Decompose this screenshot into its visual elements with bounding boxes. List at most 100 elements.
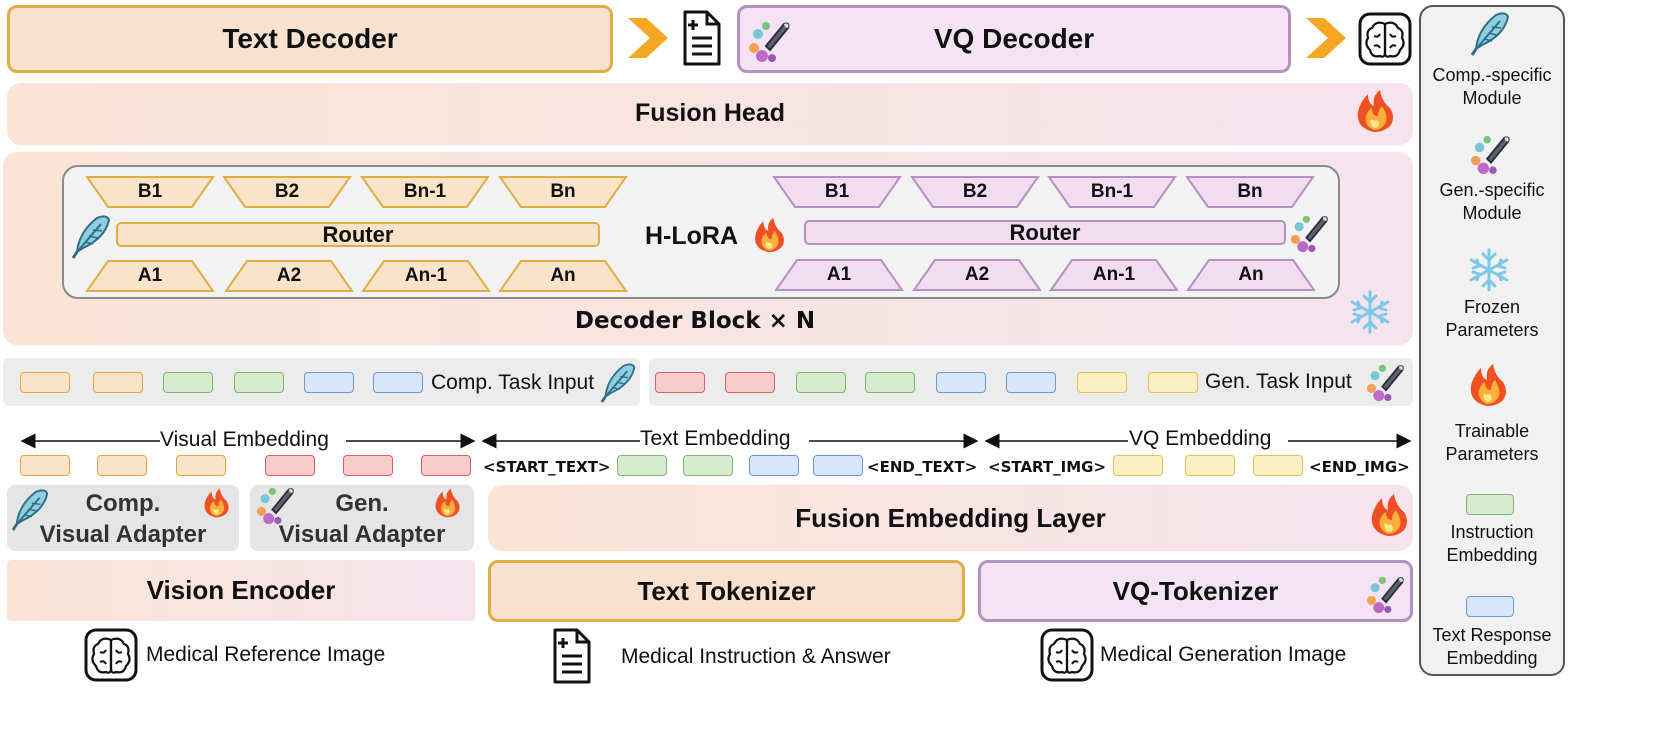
right-an-1: An-1 — [1049, 259, 1179, 291]
rocket-icon — [748, 18, 792, 64]
chip — [865, 372, 915, 393]
left-b1: B1 — [85, 176, 215, 208]
fire-icon — [1368, 492, 1412, 542]
right-a2: A2 — [912, 259, 1042, 291]
feather-icon — [600, 360, 638, 406]
chip — [93, 372, 143, 393]
comp-adapter-line1: Comp. — [85, 490, 161, 517]
hlora-label: H-LoRA — [645, 222, 739, 250]
right-router: Router — [804, 220, 1286, 245]
feather-icon — [11, 486, 51, 534]
gen-task-input-label: Gen. Task Input — [1205, 370, 1352, 393]
vq-tokenizer-label: VQ-Tokenizer — [1112, 575, 1279, 606]
left-a2: A2 — [224, 260, 354, 292]
chevron-arrow-icon — [1306, 18, 1348, 60]
chip — [725, 372, 775, 393]
visual-embedding-label: Visual Embedding — [160, 428, 329, 451]
left-router-label: Router — [322, 221, 394, 247]
left-bn-1: Bn-1 — [360, 176, 490, 208]
right-an-label: An — [1238, 264, 1264, 285]
chip — [813, 455, 863, 476]
medical-instruction-answer-label: Medical Instruction & Answer — [621, 645, 891, 668]
fusion-head-label: Fusion Head — [634, 99, 785, 127]
chip — [1113, 455, 1163, 476]
right-b1: B1 — [772, 176, 902, 208]
right-b1-label: B1 — [824, 181, 850, 202]
chip — [304, 372, 354, 393]
chip — [1077, 372, 1127, 393]
decoder-block-label: Decoder Block × N — [574, 308, 816, 334]
left-bn-1-label: Bn-1 — [403, 181, 447, 202]
chip — [373, 372, 423, 393]
gen-adapter-line1: Gen. — [335, 490, 389, 517]
vision-encoder: Vision Encoder — [7, 560, 475, 621]
chip — [1253, 455, 1303, 476]
chip — [1006, 372, 1056, 393]
medical-reference-image-label: Medical Reference Image — [146, 643, 386, 666]
medical-generation-image-label: Medical Generation Image — [1100, 643, 1347, 666]
vq-tokenizer: VQ-Tokenizer — [978, 560, 1413, 622]
text-decoder-label: Text Decoder — [222, 23, 398, 54]
chip — [97, 455, 147, 476]
text-decoder: Text Decoder — [7, 5, 613, 73]
right-an-1-label: An-1 — [1092, 264, 1136, 285]
right-a1-label: A1 — [826, 264, 852, 285]
vq-decoder: VQ Decoder — [737, 5, 1291, 73]
fire-icon — [433, 486, 463, 520]
right-a2-label: A2 — [964, 264, 990, 285]
chip — [1148, 372, 1198, 393]
vq-embedding-label: VQ Embedding — [1129, 427, 1272, 450]
chip — [749, 455, 799, 476]
chip — [796, 372, 846, 393]
chip — [343, 455, 393, 476]
legend-gen-line1: Gen.-specific — [1439, 180, 1545, 200]
chip — [163, 372, 213, 393]
feather-icon — [71, 214, 113, 262]
legend-instr-line2: Embedding — [1446, 545, 1538, 565]
start-img-tag: <START_IMG> — [988, 458, 1107, 476]
left-bn-label: Bn — [550, 181, 576, 202]
right-bn-1-label: Bn-1 — [1090, 181, 1134, 202]
fusion-embedding-layer-label: Fusion Embedding Layer — [795, 502, 1106, 533]
chip — [20, 372, 70, 393]
legend-gen-line2: Module — [1462, 203, 1522, 223]
left-b1-label: B1 — [137, 181, 163, 202]
chip — [265, 455, 315, 476]
text-tokenizer: Text Tokenizer — [488, 560, 965, 622]
right-b2-label: B2 — [962, 181, 988, 202]
left-an: An — [498, 260, 628, 292]
left-a1-label: A1 — [137, 265, 163, 286]
vision-encoder-label: Vision Encoder — [146, 575, 336, 605]
legend-train-line2: Parameters — [1445, 444, 1539, 464]
fusion-embedding-layer: Fusion Embedding Layer — [488, 485, 1413, 551]
chip — [234, 372, 284, 393]
chip — [683, 455, 733, 476]
legend-frozen-line2: Parameters — [1445, 320, 1539, 340]
left-an-1-label: An-1 — [404, 265, 448, 286]
legend-frozen-line1: Frozen — [1463, 297, 1521, 317]
end-img-tag: <END_IMG> — [1309, 458, 1410, 476]
left-a1: A1 — [85, 260, 215, 292]
legend-instr-line1: Instruction — [1450, 522, 1534, 542]
rocket-icon — [1366, 572, 1406, 616]
rocket-icon — [1470, 132, 1512, 176]
left-b2: B2 — [222, 176, 352, 208]
fire-icon — [752, 214, 788, 256]
chip — [421, 455, 471, 476]
snowflake-icon — [1348, 290, 1392, 334]
left-bn: Bn — [498, 176, 628, 208]
left-router: Router — [116, 222, 600, 247]
comp-adapter-line2: Visual Adapter — [39, 521, 207, 548]
right-bn-label: Bn — [1237, 181, 1263, 202]
rocket-icon — [1290, 212, 1330, 254]
rocket-icon — [1366, 360, 1406, 404]
brain-icon — [1358, 12, 1414, 68]
brain-icon — [1040, 628, 1094, 682]
right-bn-1: Bn-1 — [1047, 176, 1177, 208]
legend-comp-line1: Comp.-specific — [1432, 65, 1552, 85]
chevron-arrow-icon — [628, 18, 670, 60]
legend-resp-line2: Embedding — [1446, 648, 1538, 668]
chip — [617, 455, 667, 476]
document-icon — [551, 628, 593, 686]
text-embedding-label: Text Embedding — [640, 427, 791, 450]
